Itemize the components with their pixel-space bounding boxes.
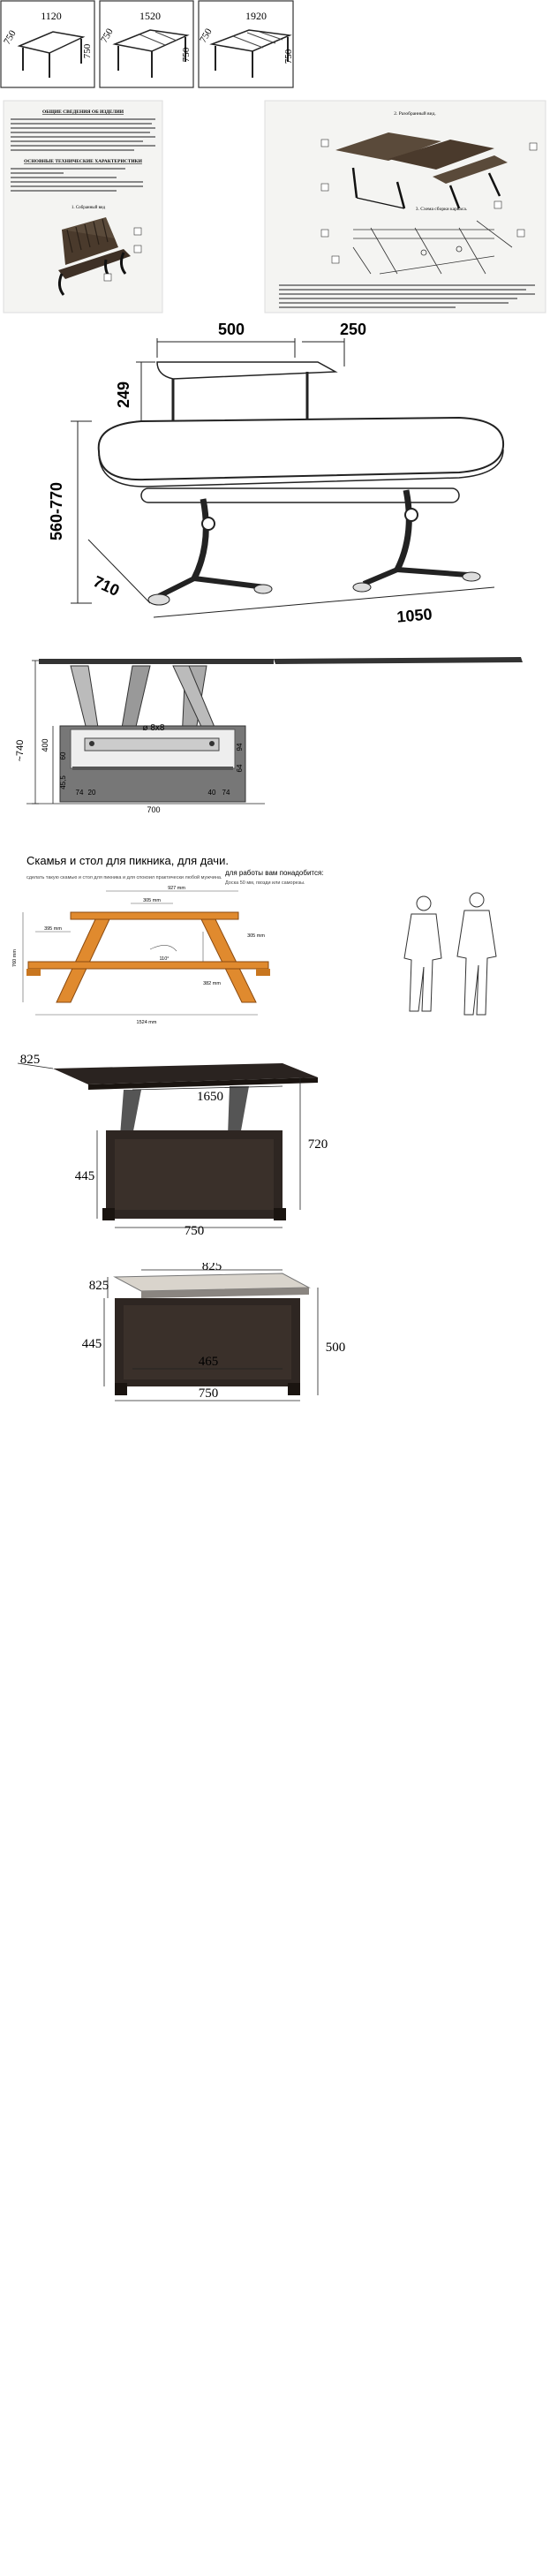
mechanism-dim-64: 64 xyxy=(236,764,244,772)
shelf-width-label: 500 xyxy=(218,322,245,338)
mechanism-dim-20: 20 xyxy=(88,789,96,797)
mechanism-dim-45-5: 45,5 xyxy=(59,775,67,789)
desk-height-range-label: 560-770 xyxy=(48,482,65,540)
mechanism-dimension-lines xyxy=(26,660,265,805)
picnic-title: Скамья и стол для пикника, для дачи. xyxy=(26,854,229,867)
people-figures-illustration xyxy=(403,892,497,1016)
mechanism-illustration xyxy=(39,657,523,803)
coffee-closed-dimension-lines xyxy=(103,1269,319,1401)
mechanism-box-height-label: 400 xyxy=(41,738,49,752)
manual-fig1-caption: 1. Собранный вид xyxy=(72,206,106,210)
table-large: 1920 750 750 xyxy=(198,0,294,88)
table-small: 1120 750 750 xyxy=(0,0,95,88)
mechanism-height-label: ~740 xyxy=(15,740,26,762)
frame-scheme-illustration xyxy=(352,220,513,275)
table-small-width: 1120 xyxy=(41,10,62,22)
shelf-depth-label: 250 xyxy=(340,322,366,338)
coffee-open-length-label: 1650 xyxy=(197,1090,223,1104)
coffee-closed-height-left-label: 445 xyxy=(82,1337,102,1351)
picnic-dim-angle: 110° xyxy=(160,956,170,962)
manual-left-title: ОБЩИЕ СВЕДЕНИЯ ОБ ИЗДЕЛИИ xyxy=(42,110,124,115)
desk-dimension-lines xyxy=(71,338,495,618)
bench-illustration xyxy=(57,217,131,296)
picnic-dimension-lines xyxy=(22,890,258,1016)
manual-fig3-caption: 3. Схема сборки каркаса. xyxy=(416,206,468,212)
manual-page-left: ОБЩИЕ СВЕДЕНИЯ ОБ ИЗДЕЛИИ ОСНОВНЫЕ ТЕХНИ… xyxy=(3,100,163,314)
desk-illustration xyxy=(97,361,505,606)
mechanism-dim-60: 60 xyxy=(59,752,67,759)
manual-left-title-2: ОСНОВНЫЕ ТЕХНИЧЕСКИЕ ХАРАКТЕРИСТИКИ xyxy=(24,159,143,164)
coffee-open-illustration xyxy=(53,1063,318,1220)
coffee-closed-top-label: 825 xyxy=(202,1263,222,1273)
table-medium: 1520 750 750 xyxy=(99,0,194,88)
table-large-width: 1920 xyxy=(245,10,267,22)
coffee-table-open-panel: 825 1650 720 445 750 xyxy=(0,1051,550,1236)
coffee-open-depth-label: 825 xyxy=(20,1053,41,1067)
picnic-table-panel: Скамья и стол для пикника, для дачи. сде… xyxy=(0,852,550,1029)
coffee-closed-height-right-label: 500 xyxy=(326,1341,346,1355)
coffee-open-width-label: 750 xyxy=(185,1224,205,1236)
extending-tables-panel: 1120 750 750 1520 750 750 192 xyxy=(0,0,550,88)
bench-manual-panel: ОБЩИЕ СВЕДЕНИЯ ОБ ИЗДЕЛИИ ОСНОВНЫЕ ТЕХНИ… xyxy=(0,97,550,316)
mechanism-dim-74-left: 74 xyxy=(76,789,84,797)
coffee-open-dimension-lines xyxy=(17,1062,301,1228)
disassembled-bench-illustration xyxy=(335,132,508,209)
mechanism-dim-40: 40 xyxy=(208,789,216,797)
manual-page-right: 2. Разобранный вид. 3. Схема сборки карк… xyxy=(264,100,546,314)
table-large-height: 750 xyxy=(283,49,294,64)
manual-fig2-caption: 2. Разобранный вид. xyxy=(394,110,436,117)
shelf-height-label: 249 xyxy=(115,381,132,408)
picnic-dim-top: 927 mm xyxy=(168,886,185,891)
mechanism-dim-74-right: 74 xyxy=(222,789,230,797)
mechanism-dim-94: 94 xyxy=(236,743,244,751)
picnic-table-illustration xyxy=(26,911,270,1003)
table-small-height: 750 xyxy=(82,43,93,58)
picnic-dim-total-h: 760 mm xyxy=(12,949,18,967)
coffee-open-height-label: 720 xyxy=(308,1137,328,1152)
mechanism-bolt-label: ø 8x8 xyxy=(142,723,164,733)
picnic-dim-base: 1524 mm xyxy=(137,1020,157,1025)
table-medium-height: 750 xyxy=(181,47,192,62)
coffee-closed-illustration xyxy=(113,1273,311,1395)
coffee-open-closed-height-label: 445 xyxy=(75,1169,95,1183)
desk-drawing-panel: 500 250 249 560-770 710 1050 xyxy=(0,322,550,623)
picnic-left-note: сделать такую скамью и стол для пикника … xyxy=(26,874,222,880)
picnic-dim-seat: 395 mm xyxy=(44,926,62,932)
picnic-right-title: для работы вам понадобится: xyxy=(225,869,324,877)
coffee-closed-inner-label: 465 xyxy=(199,1355,219,1369)
lift-mechanism-panel: ~740 400 ø 8x8 60 94 45,5 64 74 20 40 74… xyxy=(0,653,550,812)
table-medium-width: 1520 xyxy=(139,10,161,22)
picnic-dim-inner: 305 mm xyxy=(143,898,161,903)
picnic-right-note: Доска 50 мм, гвозди или саморезы. xyxy=(225,880,305,886)
coffee-closed-width-label: 750 xyxy=(199,1386,219,1401)
desk-depth-label: 710 xyxy=(91,572,123,600)
mechanism-width-label: 700 xyxy=(147,805,160,812)
picnic-dim-mid: 382 mm xyxy=(203,981,221,986)
coffee-table-closed-panel: 825 825 445 500 465 750 xyxy=(0,1263,550,1404)
desk-width-label: 1050 xyxy=(396,605,433,623)
picnic-dim-leg: 305 mm xyxy=(247,933,265,939)
coffee-closed-depth-label: 825 xyxy=(89,1279,109,1293)
